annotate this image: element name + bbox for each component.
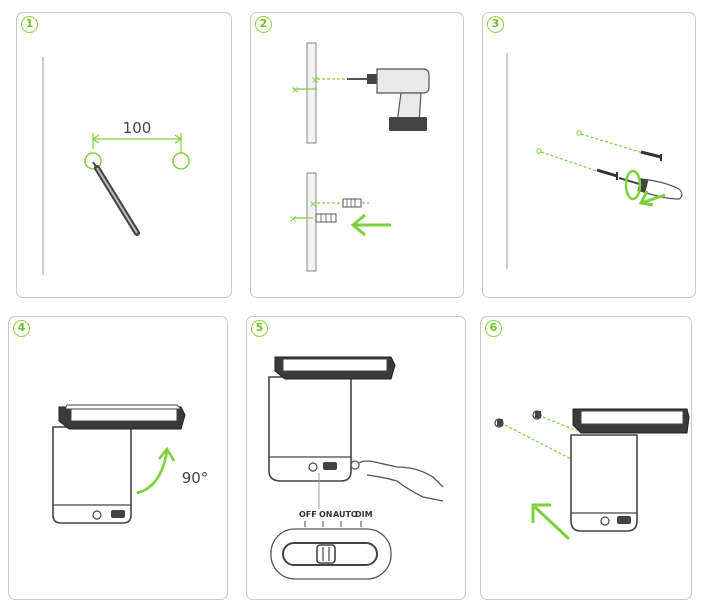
switch-label-auto: AUTO <box>333 510 358 519</box>
push-arrow-icon <box>350 213 391 237</box>
step-number-badge: 4 <box>13 320 30 337</box>
step-1-panel: 1 100 <box>16 12 232 298</box>
drill-mark-left <box>84 152 102 170</box>
svg-text:×: × <box>291 85 299 96</box>
step-5-panel: 5 OFF ON AUTO DIM <box>246 316 466 600</box>
wall-light-device <box>268 356 396 482</box>
step-5-illustration: OFF ON AUTO DIM <box>268 356 444 580</box>
screw-icon <box>596 150 662 180</box>
rotate-arrow-icon <box>624 169 666 207</box>
wall-section <box>306 42 317 144</box>
rotate-arrow-icon <box>136 446 176 495</box>
push-arrow-icon <box>531 503 571 541</box>
switch-label-off: OFF <box>299 510 317 519</box>
step-4-panel: 4 90° <box>8 316 228 600</box>
step-2-panel: 2 × × × × <box>250 12 464 298</box>
step-number-badge: 6 <box>485 320 502 337</box>
wall-light-device <box>52 404 186 524</box>
step-6-illustration <box>494 408 690 541</box>
step-1-illustration: 100 <box>42 57 190 275</box>
rotation-angle-label: 90° <box>182 469 209 487</box>
wall-light-device <box>570 408 690 532</box>
wall-section <box>306 172 317 272</box>
step-6-panel: 6 <box>480 316 692 600</box>
pencil-icon <box>92 161 140 236</box>
hand-icon <box>350 460 444 502</box>
svg-text:×: × <box>289 214 297 225</box>
wall-plug-icon <box>342 198 362 208</box>
step-2-illustration: × × × × <box>289 42 430 272</box>
step-number-badge: 5 <box>251 320 268 337</box>
step-4-illustration: 90° <box>52 404 209 524</box>
step-number-badge: 3 <box>487 16 504 33</box>
step-3-illustration <box>506 53 683 269</box>
drill-mark-right <box>172 152 190 170</box>
svg-text:×: × <box>309 199 317 210</box>
step-number-badge: 2 <box>255 16 272 33</box>
step-3-panel: 3 <box>482 12 696 298</box>
switch-label-on: ON <box>319 510 333 519</box>
screw-cap-icon <box>494 410 542 428</box>
drill-icon <box>347 68 430 131</box>
step-number-badge: 1 <box>21 16 38 33</box>
distance-label: 100 <box>123 119 152 137</box>
switch-label-dim: DIM <box>355 510 373 519</box>
svg-text:×: × <box>311 75 319 86</box>
mode-switch-callout: OFF ON AUTO DIM <box>270 510 392 580</box>
wall-plug-inserted-icon <box>315 213 337 223</box>
